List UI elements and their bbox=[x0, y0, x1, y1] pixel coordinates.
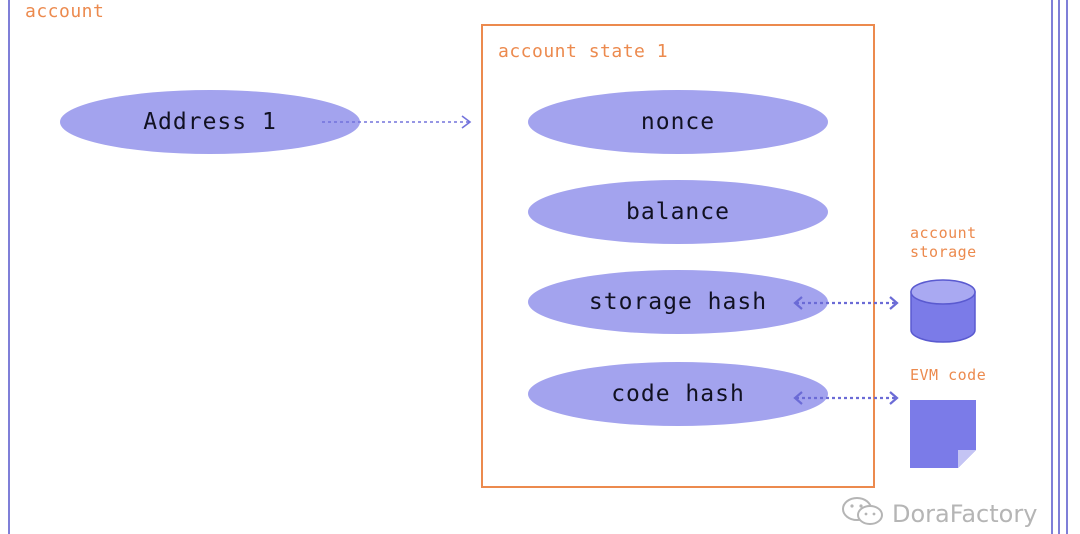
database-cylinder-icon bbox=[910, 278, 976, 344]
storage-hash-node: storage hash bbox=[528, 270, 828, 334]
storage-hash-label: storage hash bbox=[588, 289, 768, 315]
code-hash-label: code hash bbox=[611, 381, 745, 407]
document-icon bbox=[910, 400, 976, 468]
frame-border-right bbox=[1066, 0, 1068, 534]
nonce-label: nonce bbox=[640, 109, 716, 135]
evm-code-label: EVM code bbox=[910, 366, 987, 384]
balance-label: balance bbox=[626, 199, 730, 225]
balance-node: balance bbox=[528, 180, 828, 244]
watermark: DoraFactory bbox=[840, 495, 1038, 533]
account-label: account bbox=[25, 1, 105, 22]
account-state-label: account state 1 bbox=[498, 41, 669, 62]
watermark-text: DoraFactory bbox=[892, 500, 1038, 528]
address-label: Address 1 bbox=[143, 109, 277, 135]
wechat-icon bbox=[840, 495, 886, 533]
account-frame-border bbox=[8, 0, 10, 534]
account-state-box bbox=[481, 24, 875, 488]
code-hash-node: code hash bbox=[528, 362, 828, 426]
frame-border-right bbox=[1051, 0, 1053, 534]
nonce-node: nonce bbox=[528, 90, 828, 154]
address-node: Address 1 bbox=[60, 90, 360, 154]
account-storage-label: account storage bbox=[910, 224, 977, 261]
frame-border-right bbox=[1058, 0, 1060, 534]
